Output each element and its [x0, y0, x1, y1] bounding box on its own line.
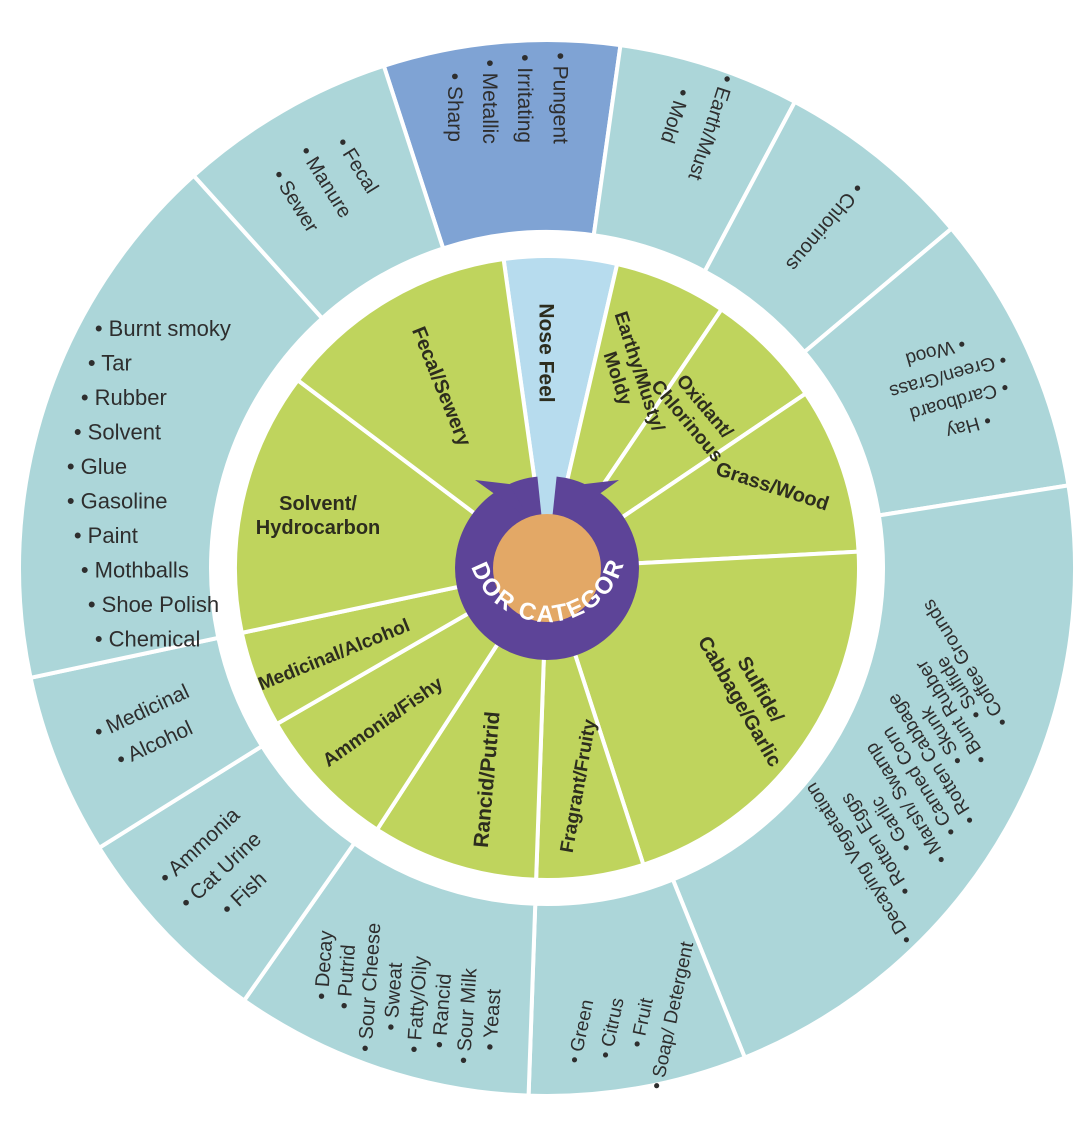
- category-label-solvent-hydrocarbon: Solvent/Hydrocarbon: [256, 493, 380, 539]
- descriptor-group-nose-feel: • Pungent • Irritating • Metallic • Sharp: [443, 52, 571, 144]
- descriptor-item: • Tar: [88, 351, 132, 376]
- descriptor-item: • Metallic: [478, 59, 501, 143]
- descriptor-item: • Paint: [74, 523, 138, 548]
- hub-core: [493, 514, 601, 622]
- category-ring: [233, 254, 861, 882]
- hub-gap: [537, 475, 557, 517]
- descriptor-item: • Yeast: [479, 988, 505, 1051]
- descriptor-item: • Decay: [311, 930, 338, 1001]
- category-label-nose-feel: Nose Feel: [535, 303, 558, 402]
- descriptor-sector-fecal-sewery: [190, 63, 446, 322]
- descriptor-item: • Shoe Polish: [88, 592, 219, 617]
- right-arrow-icon: [559, 480, 619, 528]
- descriptor-item: • Solvent: [74, 420, 161, 445]
- descriptor-sector-sulfide-cabbage-garlic: [670, 483, 1077, 1061]
- descriptor-sector-solvent-hydrocarbon: [17, 172, 325, 681]
- descriptor-item: • Irritating: [513, 54, 536, 143]
- descriptor-item: • Rubber: [81, 385, 167, 410]
- descriptor-item: • Pungent: [548, 52, 571, 144]
- descriptor-item: • Sharp: [443, 73, 466, 142]
- descriptor-item: • Rancid: [429, 973, 456, 1049]
- descriptor-item: • Sweat: [380, 961, 407, 1031]
- descriptor-item: • Gasoline: [67, 489, 168, 514]
- descriptor-item: • Glue: [67, 454, 127, 479]
- left-arrow-icon: [475, 480, 535, 528]
- descriptor-group-sulfide-cabbage-garlic: • Coffee Grounds• Sulfide• Bunt Rubber• …: [801, 595, 1013, 947]
- descriptor-item: • Putrid: [334, 944, 360, 1010]
- descriptor-item: • Chemical: [95, 627, 201, 652]
- descriptor-group-solvent-hydrocarbon: • Burnt smoky • Tar • Rubber • Solvent • Glu…: [67, 316, 231, 652]
- descriptor-item: • Mothballs: [81, 558, 189, 583]
- descriptor-item: • Burnt smoky: [95, 316, 231, 341]
